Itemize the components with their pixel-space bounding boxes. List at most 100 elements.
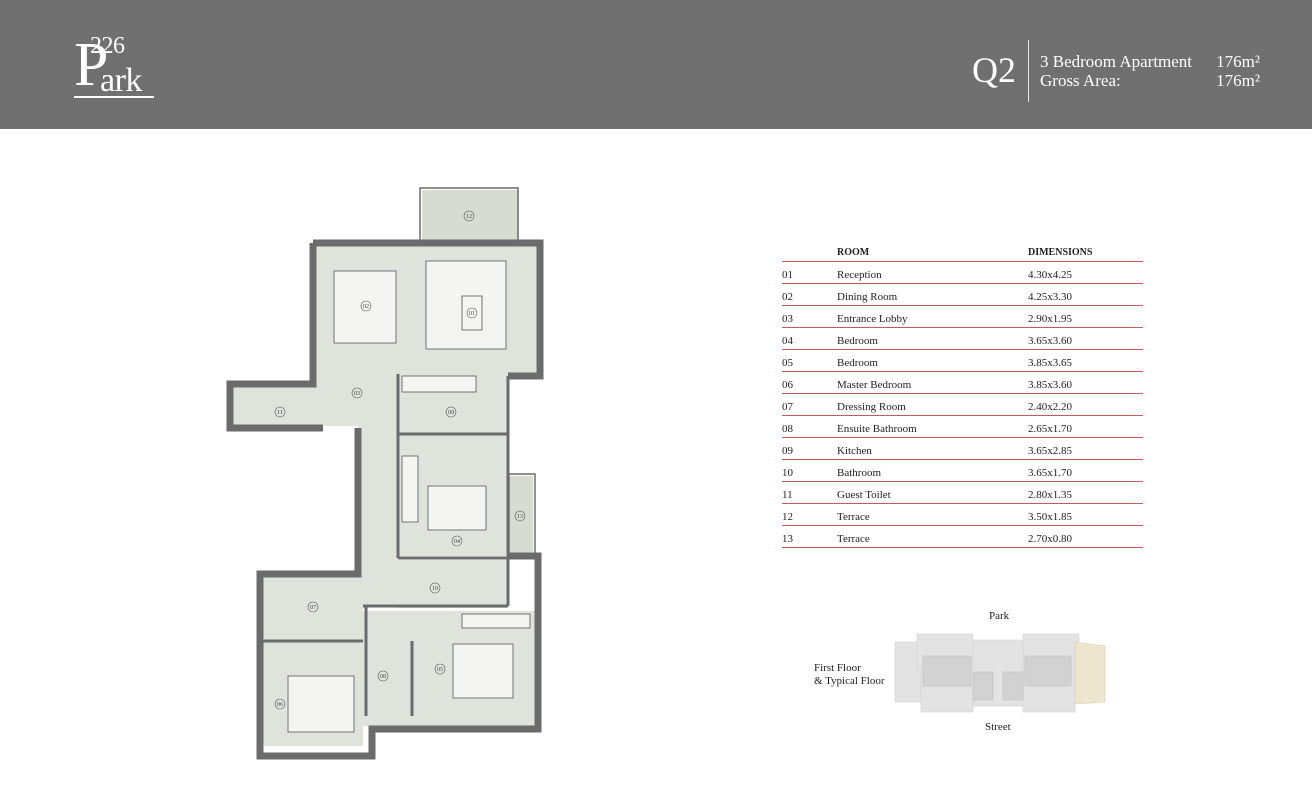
table-row: 01 Reception 4.30x4.25 (782, 262, 1143, 284)
room-label-01: 01 (466, 307, 478, 319)
room-label-10: 10 (429, 582, 441, 594)
svg-text:10: 10 (432, 586, 438, 592)
svg-text:05: 05 (437, 667, 443, 673)
room-dimension: 3.65x1.70 (1028, 467, 1072, 479)
gross-area-value: 176m² (1216, 71, 1260, 90)
room-name: Terrace (837, 533, 870, 545)
svg-text:06: 06 (277, 702, 283, 708)
room-name: Entrance Lobby (837, 313, 908, 325)
svg-text:07: 07 (310, 605, 316, 611)
room-name: Kitchen (837, 445, 872, 457)
room-dimension: 3.85x3.60 (1028, 379, 1072, 391)
svg-text:11: 11 (277, 410, 283, 416)
room-label-05: 05 (434, 663, 446, 675)
room-name: Master Bedroom (837, 379, 912, 391)
logo-letter: P (74, 31, 109, 99)
room-name: Guest Toilet (837, 489, 891, 501)
logo-underline (74, 96, 154, 98)
table-body: 01 Reception 4.30x4.25 02 Dining Room 4.25x3.… (782, 262, 1143, 548)
floor-plan: 12 01 02 03 11 09 13 04 10 07 05 08 06 (226, 187, 544, 760)
room-label-06: 06 (274, 698, 286, 710)
logo-number: 226 (90, 33, 125, 59)
keyplan-park-label: Park (989, 610, 1010, 622)
room-label-13: 13 (514, 510, 526, 522)
room-label-11: 11 (274, 406, 286, 418)
room-label-04: 04 (451, 535, 463, 547)
room-label-03: 03 (351, 387, 363, 399)
table-row: 05 Bedroom 3.85x3.65 (782, 350, 1143, 372)
room-label-12: 12 (463, 210, 475, 222)
room-label-09: 09 (445, 406, 457, 418)
table-row: 03 Entrance Lobby 2.90x1.95 (782, 306, 1143, 328)
room-name: Reception (837, 269, 882, 281)
logo-word: ark (100, 62, 142, 99)
room-number: 11 (782, 489, 793, 501)
room-dimension: 2.80x1.35 (1028, 489, 1072, 501)
room-number: 05 (782, 357, 793, 369)
room-name: Bedroom (837, 335, 878, 347)
keyplan-floor-line1: First Floor (814, 662, 861, 674)
room-dimension: 2.70x0.80 (1028, 533, 1072, 545)
table-row: 09 Kitchen 3.65x2.85 (782, 438, 1143, 460)
room-dimension: 3.50x1.85 (1028, 511, 1072, 523)
room-number: 03 (782, 313, 793, 325)
room-number: 07 (782, 401, 793, 413)
room-number: 09 (782, 445, 793, 457)
room-name: Ensuite Bathroom (837, 423, 917, 435)
room-name: Dining Room (837, 291, 898, 303)
room-name: Dressing Room (837, 401, 906, 413)
table-row: 04 Bedroom 3.65x3.60 (782, 328, 1143, 350)
room-number: 12 (782, 511, 793, 523)
svg-text:12: 12 (466, 214, 472, 220)
room-name: Bathroom (837, 467, 881, 479)
unit-type-label: 3 Bedroom Apartment (1040, 52, 1193, 71)
room-dimension: 2.40x2.20 (1028, 401, 1072, 413)
table-row: 06 Master Bedroom 3.85x3.60 (782, 372, 1143, 394)
table-row: 11 Guest Toilet 2.80x1.35 (782, 482, 1143, 504)
room-name: Bedroom (837, 357, 878, 369)
room-dimension: 3.65x3.60 (1028, 335, 1072, 347)
room-number: 10 (782, 467, 793, 479)
room-number: 01 (782, 269, 793, 281)
room-dimension: 2.90x1.95 (1028, 313, 1072, 325)
svg-text:08: 08 (380, 674, 386, 680)
unit-code: Q2 (972, 50, 1016, 90)
table-row: 10 Bathroom 3.65x1.70 (782, 460, 1143, 482)
room-label-08: 08 (377, 670, 389, 682)
keyplan-floor-line2: & Typical Floor (814, 675, 885, 687)
room-dimensions-table: ROOM DIMENSIONS 01 Reception 4.30x4.25 02 Di… (782, 247, 1143, 548)
room-dimension: 3.65x2.85 (1028, 445, 1072, 457)
room-number: 04 (782, 335, 793, 347)
table-header: ROOM DIMENSIONS (782, 247, 1143, 262)
table-row: 02 Dining Room 4.25x3.30 (782, 284, 1143, 306)
keyplan-floor-label: First Floor & Typical Floor (814, 662, 885, 688)
header-room: ROOM (837, 247, 870, 258)
room-dimension: 4.25x3.30 (1028, 291, 1072, 303)
room-label-07: 07 (307, 601, 319, 613)
room-number: 02 (782, 291, 793, 303)
header-divider (1028, 40, 1029, 102)
unit-type-area: 176m² (1216, 52, 1260, 71)
header-dimensions: DIMENSIONS (1028, 247, 1093, 258)
room-dimension: 2.65x1.70 (1028, 423, 1072, 435)
room-dimension: 4.30x4.25 (1028, 269, 1072, 281)
room-number: 13 (782, 533, 793, 545)
table-row: 07 Dressing Room 2.40x2.20 (782, 394, 1143, 416)
table-row: 13 Terrace 2.70x0.80 (782, 526, 1143, 548)
svg-text:04: 04 (454, 539, 460, 545)
key-plan (894, 633, 1106, 713)
svg-text:09: 09 (448, 410, 454, 416)
gross-area-label: Gross Area: (1040, 71, 1121, 90)
room-number: 06 (782, 379, 793, 391)
room-dimension: 3.85x3.65 (1028, 357, 1072, 369)
room-label-02: 02 (360, 300, 372, 312)
svg-text:01: 01 (469, 311, 475, 317)
keyplan-street-label: Street (985, 721, 1011, 733)
header-bar: P 226 ark Q2 3 Bedroom Apartment 176m² G… (0, 0, 1312, 129)
highlighted-unit (1074, 641, 1106, 705)
unit-info: 3 Bedroom Apartment 176m² Gross Area: 17… (1040, 52, 1260, 90)
svg-text:02: 02 (363, 304, 369, 310)
svg-text:03: 03 (354, 391, 360, 397)
